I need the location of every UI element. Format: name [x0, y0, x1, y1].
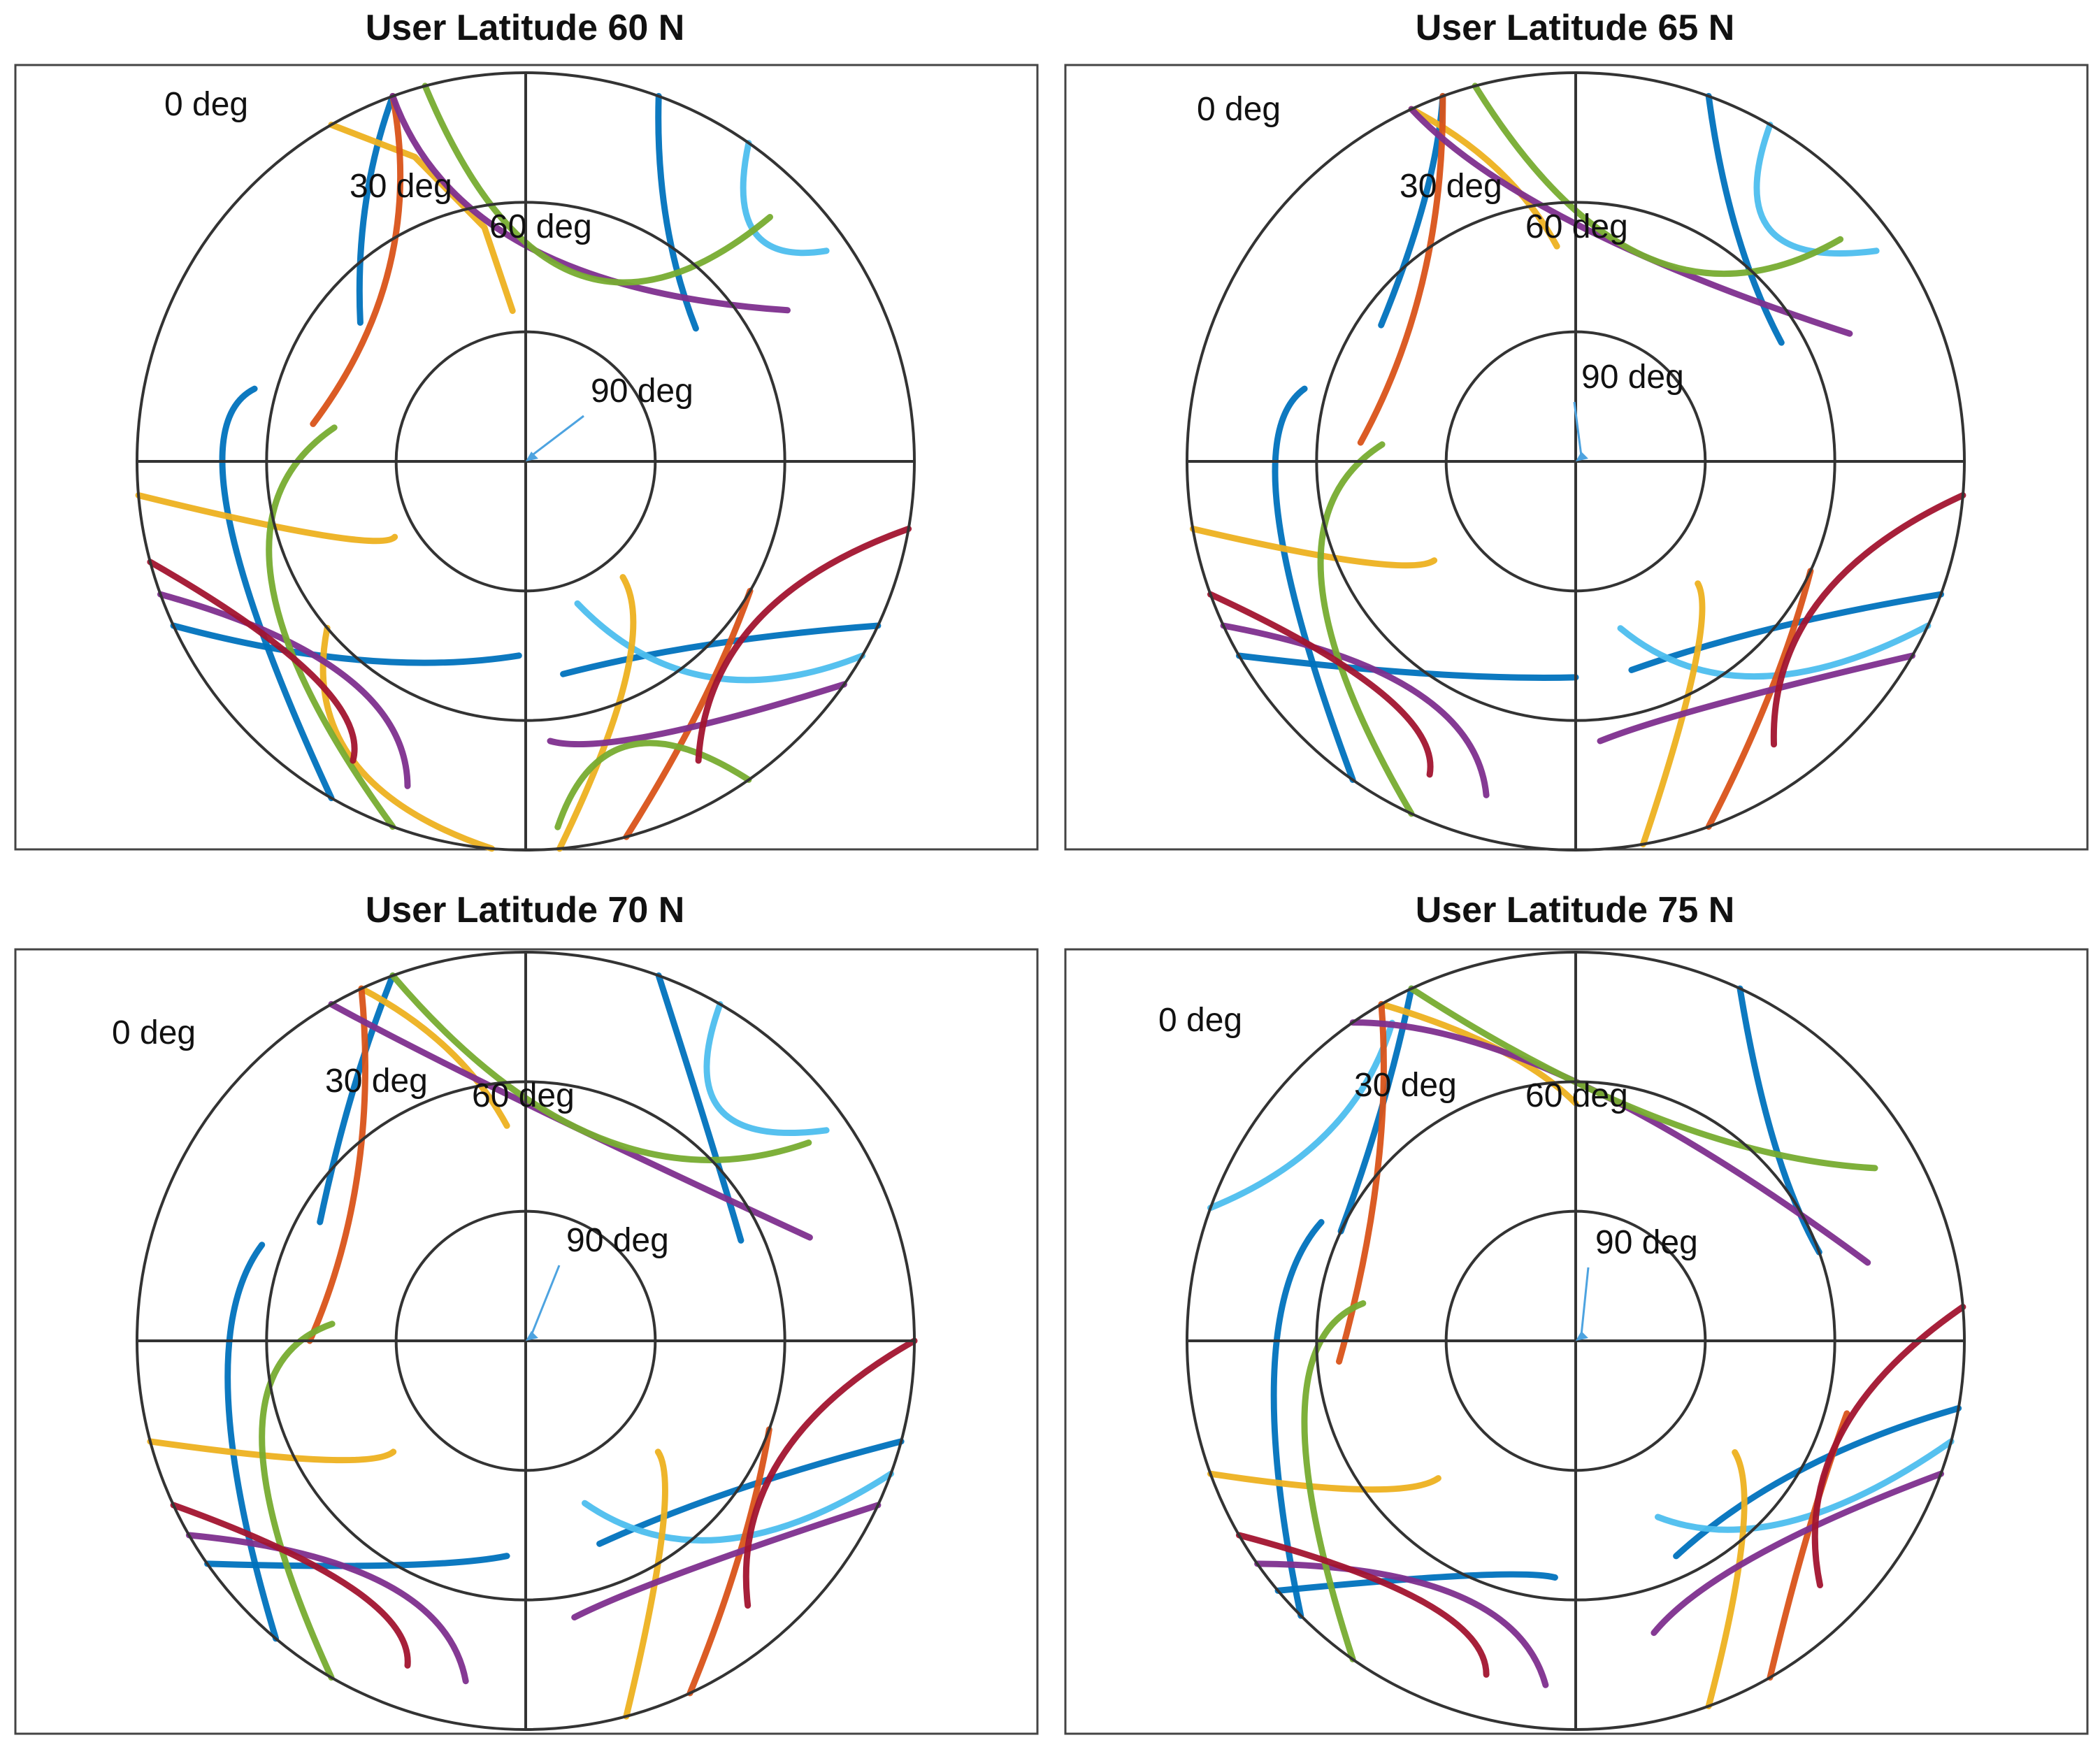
zenith-arrow — [531, 415, 584, 457]
satellite-track — [1753, 122, 1880, 257]
satellite-track — [170, 622, 522, 666]
satellite-track — [623, 1448, 668, 1720]
ring-label: 60 deg — [1525, 1077, 1628, 1114]
ring-label: 60 deg — [472, 1077, 575, 1114]
ring-label: 0 deg — [112, 1014, 196, 1051]
satellite-track — [571, 1502, 882, 1620]
ring-label: 0 deg — [164, 86, 248, 123]
tracks-group — [1189, 82, 1966, 848]
satellite-track — [1408, 985, 1878, 1172]
satellite-track — [742, 1337, 918, 1609]
satellite-track — [1220, 622, 1490, 798]
satellite-track — [1301, 1300, 1367, 1662]
satellite-track — [1650, 1470, 1944, 1637]
skyplot-chart: 0 deg 30 deg 60 deg 90 deg — [14, 64, 1039, 852]
plot-frame — [1064, 948, 2089, 1735]
panel-lat-70: User Latitude 70 N 0 deg 30 deg 60 deg 90 d… — [0, 874, 1050, 1747]
satellite-track — [655, 972, 745, 1244]
zenith-arrow-head — [526, 452, 538, 461]
tracks-group — [147, 972, 918, 1720]
satellite-track — [695, 526, 912, 764]
satellite-track — [1472, 82, 1844, 278]
satellite-track — [1189, 526, 1438, 569]
panel-title: User Latitude 65 N — [1415, 8, 1735, 48]
satellite-track — [1207, 1470, 1441, 1493]
ring-label: 90 deg — [591, 373, 693, 410]
satellite-track — [1272, 385, 1356, 783]
satellite-track — [547, 681, 847, 748]
satellite-track — [1357, 93, 1446, 446]
zenith-arrow-head — [526, 1331, 538, 1341]
satellite-track — [1207, 1019, 1395, 1212]
plot-frame — [14, 948, 1039, 1735]
satellite-track — [1640, 580, 1706, 848]
satellite-track — [1705, 93, 1785, 346]
ring-label: 90 deg — [1581, 359, 1684, 396]
ring-label: 30 deg — [1400, 168, 1502, 205]
satellite-track — [1770, 492, 1966, 748]
satellite-track — [623, 587, 754, 840]
satellite-track — [1408, 106, 1560, 250]
panel-lat-60: User Latitude 60 N 0 deg 30 deg 60 deg 90 d… — [0, 0, 1050, 874]
satellite-track — [1207, 591, 1434, 778]
skyplot-chart: 0 deg 30 deg 60 deg 90 deg — [1064, 948, 2089, 1735]
satellite-track — [356, 93, 396, 326]
satellite-track — [582, 1470, 894, 1544]
satellite-track — [358, 985, 510, 1129]
ring-label: 30 deg — [1354, 1067, 1457, 1104]
zenith-arrow-head — [1576, 452, 1588, 461]
satellite-track — [1597, 652, 1915, 745]
ring-label: 30 deg — [350, 168, 452, 205]
satellite-track — [703, 1001, 830, 1136]
ring-label: 0 deg — [1158, 1002, 1242, 1039]
satellite-track — [219, 385, 335, 801]
tracks-group — [135, 82, 912, 852]
satellite-track — [147, 559, 358, 764]
ring-label: 60 deg — [1525, 208, 1628, 245]
skyplot-chart: 0 deg 30 deg 60 deg 90 deg — [1064, 64, 2089, 851]
satellite-track — [224, 1242, 280, 1642]
satellite-track — [389, 972, 812, 1163]
skyplot-chart: 0 deg 30 deg 60 deg 90 deg — [14, 948, 1039, 1735]
satellite-track — [554, 740, 752, 831]
zenith-arrow-head — [1576, 1331, 1588, 1341]
zenith-arrow — [530, 1265, 561, 1336]
satellite-track — [1617, 622, 1932, 680]
zenith-arrow — [1573, 401, 1583, 456]
satellite-track — [310, 93, 404, 427]
satellite-track — [147, 1438, 397, 1464]
satellite-track — [1705, 568, 1814, 830]
ring-label: 90 deg — [566, 1222, 669, 1259]
ring-label: 60 deg — [489, 208, 592, 245]
satellite-track — [186, 1532, 469, 1685]
ring-label: 90 deg — [1595, 1224, 1698, 1261]
satellite-track — [317, 972, 396, 1225]
satellite-track — [740, 140, 830, 257]
satellite-track — [259, 1321, 336, 1681]
ring-label: 0 deg — [1197, 91, 1281, 128]
satellite-track — [157, 591, 411, 789]
panel-lat-75: User Latitude 75 N 0 deg 30 deg 60 deg 90 d… — [1050, 874, 2100, 1747]
panel-title: User Latitude 70 N — [365, 890, 685, 930]
satellite-track — [1655, 1438, 1955, 1533]
zenith-arrow — [1580, 1267, 1590, 1336]
panel-title: User Latitude 75 N — [1415, 890, 1735, 930]
panel-title: User Latitude 60 N — [365, 8, 685, 48]
satellite-track — [422, 82, 773, 286]
satellite-track — [1270, 1218, 1325, 1619]
satellite-track — [1317, 441, 1415, 817]
panel-lat-65: User Latitude 65 N 0 deg 30 deg 60 deg 90 d… — [1050, 0, 2100, 874]
satellite-track — [556, 574, 637, 852]
satellite-track — [135, 492, 398, 545]
satellite-track — [1736, 985, 1822, 1256]
satellite-track — [306, 985, 368, 1344]
satellite-track — [574, 600, 865, 684]
satellite-track — [1236, 1532, 1490, 1678]
satellite-track — [170, 1502, 411, 1669]
ring-label: 30 deg — [325, 1063, 428, 1100]
